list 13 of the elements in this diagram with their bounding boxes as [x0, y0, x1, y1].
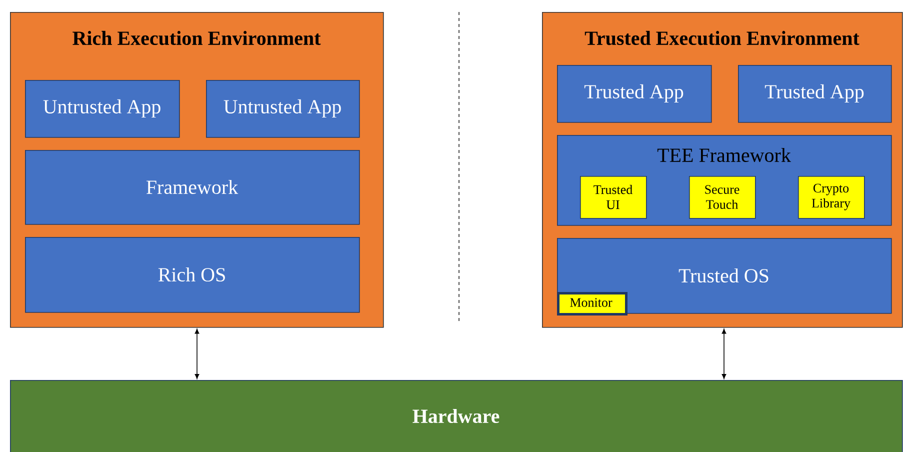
layer-box: Trusted App [557, 65, 712, 123]
layer-box: Rich OS [25, 237, 360, 313]
hardware-bar: Hardware [10, 380, 903, 452]
layer-box: Untrusted App [206, 80, 360, 138]
layer-box: Framework [25, 150, 360, 225]
component-box: Secure Touch [689, 176, 756, 219]
layer-box: Trusted App [738, 65, 892, 123]
component-box: Trusted UI [580, 176, 647, 219]
arrow [194, 328, 200, 379]
monitor-box: Monitor [557, 292, 628, 316]
component-box: Crypto Library [798, 176, 865, 219]
arrow [722, 328, 726, 379]
layer-box: Untrusted App [25, 80, 180, 138]
